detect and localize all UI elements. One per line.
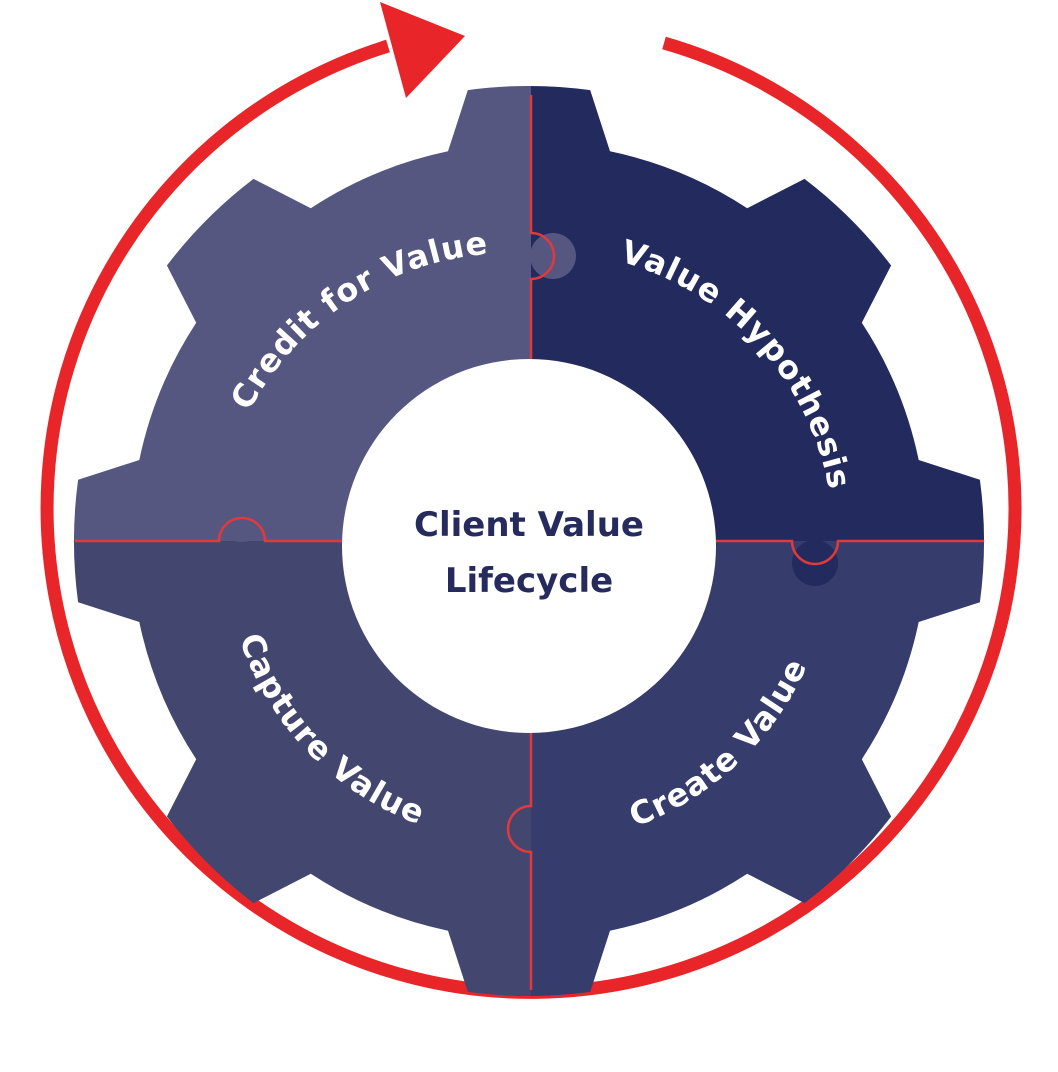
center-title-line1: Client Value: [414, 505, 644, 545]
center-title-line2: Lifecycle: [445, 561, 613, 601]
center-circle: [342, 359, 716, 733]
puzzle-seams: [75, 95, 985, 990]
cycle-arrowhead-icon: [380, 2, 465, 98]
